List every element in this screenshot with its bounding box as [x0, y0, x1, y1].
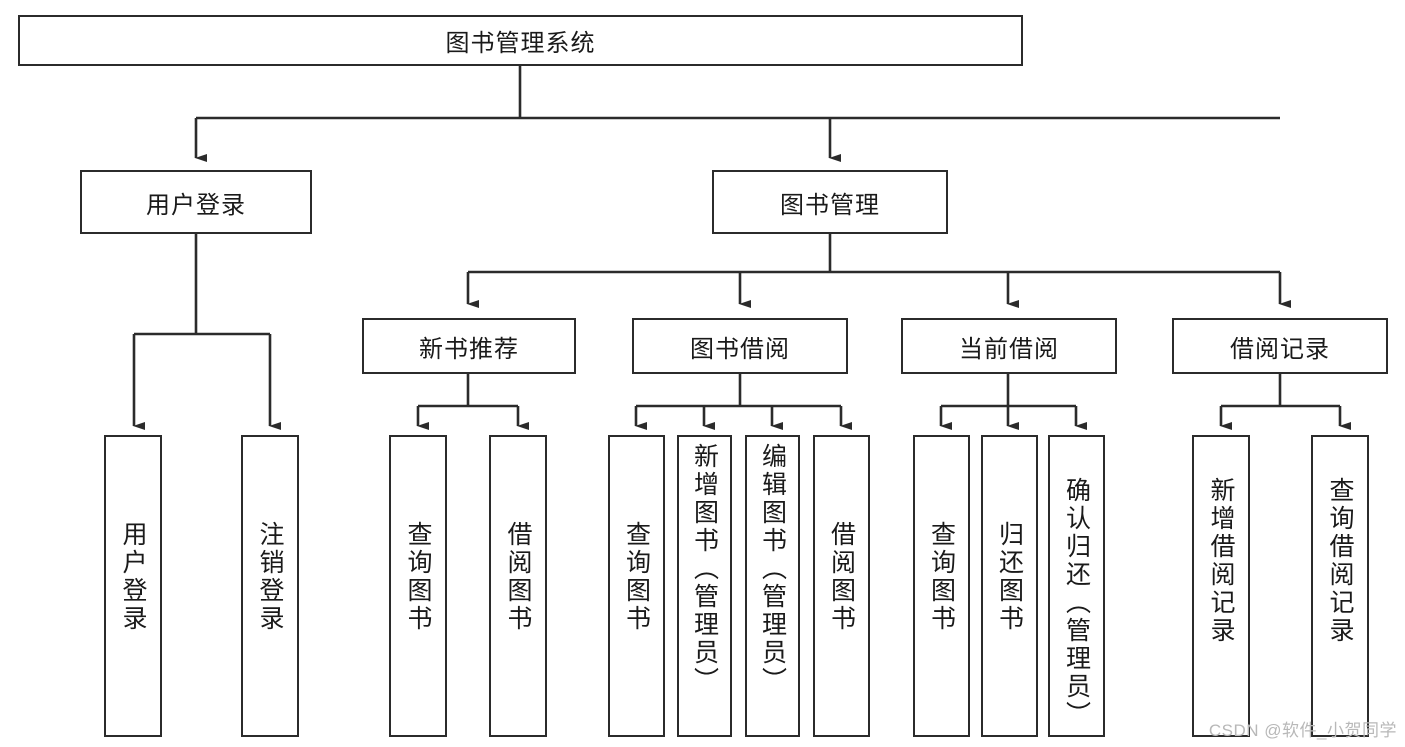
node-leaf-borrow-book[interactable]: 借阅图书: [813, 435, 870, 737]
node-label: 借阅图书: [827, 521, 856, 633]
watermark: CSDN @软件_小贺同学: [1208, 721, 1397, 740]
node-label: 借阅图书: [504, 521, 532, 633]
node-label: 归还图书: [995, 521, 1024, 633]
node-label: 新书推荐: [419, 335, 519, 363]
node-label: 新增图书（管理员）: [690, 443, 719, 695]
node-root-system[interactable]: 图书管理系统: [18, 15, 1023, 66]
node-label: 用户登录: [119, 521, 147, 633]
node-label: 图书管理系统: [445, 30, 596, 57]
node-leaf-query-book-recommend[interactable]: 查询图书: [389, 435, 447, 737]
node-current-borrow[interactable]: 当前借阅: [901, 318, 1117, 374]
node-label: 用户登录: [146, 191, 246, 219]
node-leaf-confirm-return-admin[interactable]: 确认归还（管理员）: [1048, 435, 1105, 737]
node-leaf-add-borrow-record[interactable]: 新增借阅记录: [1192, 435, 1250, 737]
node-label: 当前借阅: [959, 335, 1059, 363]
node-leaf-query-borrow-record[interactable]: 查询借阅记录: [1311, 435, 1369, 737]
node-borrow-record[interactable]: 借阅记录: [1172, 318, 1388, 374]
node-user-login[interactable]: 用户登录: [80, 170, 312, 234]
node-label: 查询图书: [404, 521, 432, 633]
node-label: 借阅记录: [1230, 335, 1330, 363]
node-label: 图书借阅: [690, 335, 790, 363]
node-label: 查询图书: [622, 521, 651, 633]
node-label: 查询图书: [927, 521, 956, 633]
node-leaf-add-book-admin[interactable]: 新增图书（管理员）: [677, 435, 732, 737]
node-label: 确认归还（管理员）: [1062, 477, 1091, 729]
node-label: 图书管理: [780, 191, 880, 219]
node-label: 注销登录: [256, 521, 284, 633]
node-leaf-edit-book-admin[interactable]: 编辑图书（管理员）: [745, 435, 800, 737]
node-label: 新增借阅记录: [1207, 477, 1235, 645]
node-leaf-query-book-borrow[interactable]: 查询图书: [608, 435, 665, 737]
node-book-management[interactable]: 图书管理: [712, 170, 948, 234]
node-leaf-user-login[interactable]: 用户登录: [104, 435, 162, 737]
node-leaf-borrow-book-recommend[interactable]: 借阅图书: [489, 435, 547, 737]
node-leaf-return-book[interactable]: 归还图书: [981, 435, 1038, 737]
node-label: 编辑图书（管理员）: [758, 443, 787, 695]
node-leaf-logout[interactable]: 注销登录: [241, 435, 299, 737]
node-new-book-recommend[interactable]: 新书推荐: [362, 318, 576, 374]
node-book-borrow[interactable]: 图书借阅: [632, 318, 848, 374]
node-label: 查询借阅记录: [1326, 477, 1354, 645]
node-leaf-query-book-current[interactable]: 查询图书: [913, 435, 970, 737]
